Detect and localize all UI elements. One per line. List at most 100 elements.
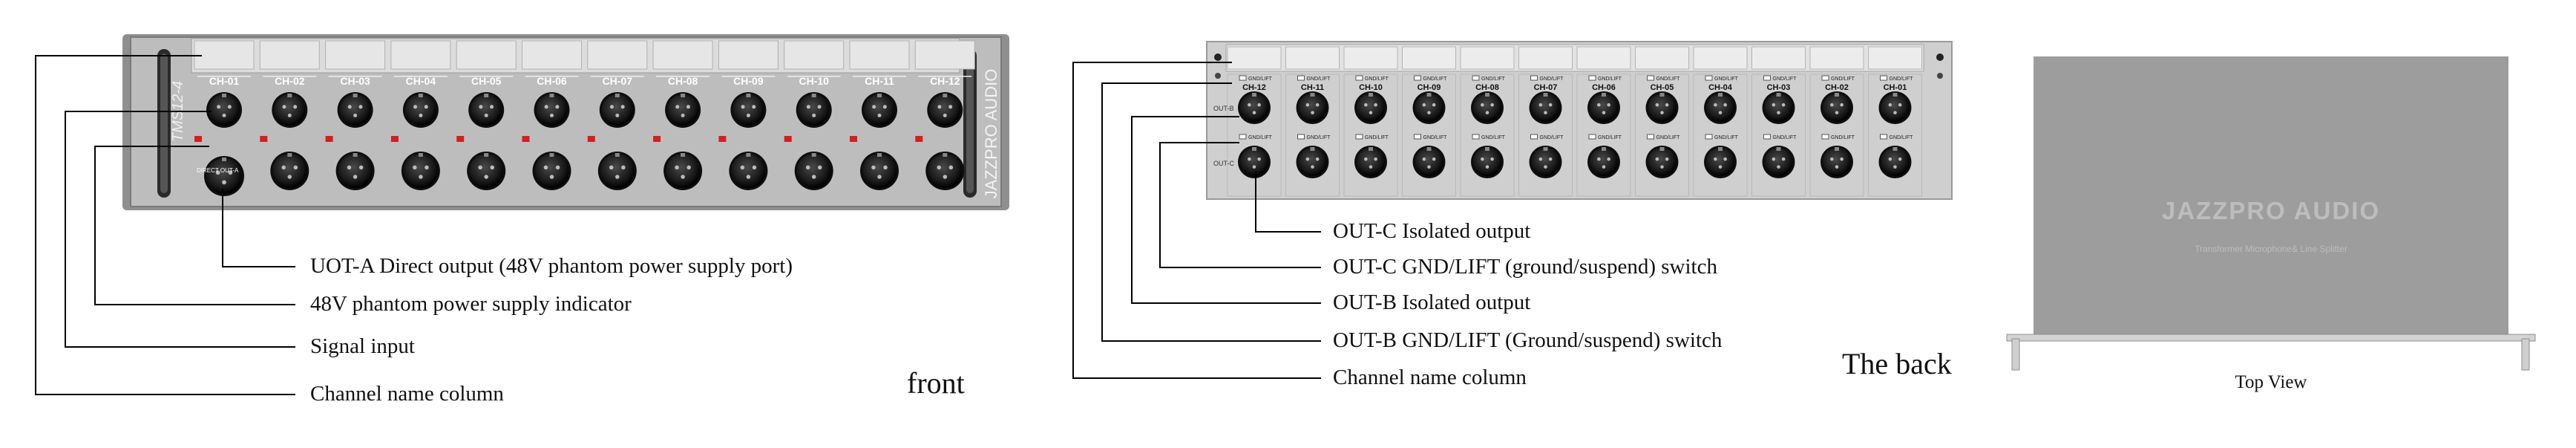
gnd-lift-label: GND/LIFT (1481, 135, 1506, 140)
out-c-isolated-output-xlr[interactable] (1704, 146, 1737, 178)
top-view: JAZZPRO AUDIO Transformer Microphone& Li… (2006, 56, 2536, 392)
front-brand-vertical: JAZZPRO AUDIO (982, 69, 1000, 199)
front-signal-input-xlr[interactable] (796, 92, 832, 128)
out-b-isolated-output-xlr[interactable] (1296, 91, 1329, 124)
out-b-gnd-lift-switch[interactable] (1239, 75, 1247, 81)
out-c-gnd-lift-switch[interactable] (1880, 134, 1887, 140)
back-channel-cell (1751, 74, 1806, 197)
front-direct-output-xlr[interactable] (729, 152, 768, 190)
out-b-gnd-lift-switch[interactable] (1414, 75, 1421, 81)
front-channel-label: CH-12 (930, 75, 960, 87)
out-b-isolated-output-xlr[interactable] (1354, 91, 1387, 124)
out-b-gnd-lift-switch[interactable] (1647, 75, 1654, 81)
phantom-led (850, 136, 857, 142)
out-c-gnd-lift-switch[interactable] (1355, 134, 1363, 140)
front-direct-output-xlr[interactable] (204, 156, 244, 196)
front-direct-output-xlr[interactable] (532, 152, 571, 190)
front-signal-input-xlr[interactable] (665, 92, 701, 128)
front-direct-output-xlr[interactable] (401, 152, 440, 190)
front-signal-input-xlr[interactable] (599, 92, 635, 128)
front-direct-output-xlr[interactable] (663, 152, 703, 190)
out-c-isolated-output-xlr[interactable] (1645, 146, 1679, 178)
gnd-lift-label: GND/LIFT (1365, 77, 1389, 82)
out-b-gnd-lift-switch[interactable] (1705, 75, 1713, 81)
out-c-isolated-output-xlr[interactable] (1354, 146, 1387, 178)
front-direct-output-xlr[interactable] (270, 152, 309, 190)
front-channel-label: CH-03 (340, 75, 370, 87)
callout-line-out-c-switch (1159, 142, 1321, 268)
out-b-isolated-output-xlr[interactable] (1762, 91, 1795, 124)
out-b-isolated-output-xlr[interactable] (1587, 91, 1620, 124)
out-c-gnd-lift-switch[interactable] (1705, 134, 1713, 140)
gnd-lift-label: GND/LIFT (1307, 135, 1331, 140)
gnd-lift-label: GND/LIFT (1481, 77, 1506, 82)
out-b-gnd-lift-switch[interactable] (1763, 75, 1771, 81)
back-channel-label: CH-03 (1767, 83, 1791, 92)
back-channel-cell (1285, 74, 1340, 197)
out-c-isolated-output-xlr[interactable] (1412, 146, 1446, 178)
front-signal-input-xlr[interactable] (927, 92, 963, 128)
out-c-isolated-output-xlr[interactable] (1529, 146, 1562, 178)
out-c-isolated-output-xlr[interactable] (1820, 146, 1853, 178)
front-channel-label: CH-06 (537, 75, 567, 87)
front-signal-input-xlr[interactable] (206, 92, 242, 128)
out-b-isolated-output-xlr[interactable] (1471, 91, 1504, 124)
out-b-isolated-output-xlr[interactable] (1412, 91, 1446, 124)
out-c-isolated-output-xlr[interactable] (1238, 146, 1271, 178)
out-c-gnd-lift-switch[interactable] (1530, 134, 1538, 140)
front-direct-output-xlr[interactable] (597, 152, 637, 190)
out-c-gnd-lift-switch[interactable] (1647, 134, 1654, 140)
out-b-gnd-lift-switch[interactable] (1588, 75, 1596, 81)
front-signal-input-xlr[interactable] (730, 92, 767, 128)
out-b-isolated-output-xlr[interactable] (1529, 91, 1562, 124)
out-b-gnd-lift-switch[interactable] (1880, 75, 1887, 81)
phantom-led (194, 136, 202, 142)
back-callout-channel-name: Channel name column (1333, 366, 1527, 389)
out-c-gnd-lift-switch[interactable] (1414, 134, 1421, 140)
out-c-gnd-lift-switch[interactable] (1821, 134, 1829, 140)
back-channel-cell (1576, 74, 1631, 197)
front-direct-output-xlr[interactable] (925, 152, 965, 190)
front-channel-label: CH-10 (799, 75, 829, 87)
out-c-gnd-lift-switch[interactable] (1472, 134, 1480, 140)
front-channel-label: CH-09 (733, 75, 764, 87)
front-signal-input-xlr[interactable] (468, 92, 505, 128)
out-c-gnd-lift-switch[interactable] (1297, 134, 1305, 140)
out-b-gnd-lift-switch[interactable] (1472, 75, 1480, 81)
out-c-gnd-lift-switch[interactable] (1588, 134, 1596, 140)
out-b-isolated-output-xlr[interactable] (1238, 91, 1271, 124)
out-b-isolated-output-xlr[interactable] (1704, 91, 1737, 124)
front-name-cell (784, 40, 845, 70)
out-b-gnd-lift-switch[interactable] (1297, 75, 1305, 81)
top-subtitle: Transformer Microphone& Line Splitter (2195, 244, 2347, 254)
gnd-lift-label: GND/LIFT (1598, 135, 1622, 140)
front-direct-output-xlr[interactable] (860, 152, 899, 190)
front-channel-label: CH-05 (471, 75, 502, 87)
out-b-gnd-lift-switch[interactable] (1355, 75, 1363, 81)
out-c-isolated-output-xlr[interactable] (1762, 146, 1795, 178)
front-signal-input-xlr[interactable] (534, 92, 570, 128)
front-direct-output-xlr[interactable] (335, 152, 375, 190)
out-b-isolated-output-xlr[interactable] (1645, 91, 1679, 124)
front-direct-output-xlr[interactable] (467, 152, 506, 190)
back-channel-label: CH-01 (1884, 83, 1907, 92)
front-callout-signal-input: Signal input (310, 334, 415, 358)
out-b-isolated-output-xlr[interactable] (1820, 91, 1853, 124)
back-channel-label: CH-02 (1825, 83, 1849, 92)
out-b-gnd-lift-switch[interactable] (1530, 75, 1538, 81)
out-c-isolated-output-xlr[interactable] (1296, 146, 1329, 178)
front-signal-input-xlr[interactable] (862, 92, 897, 128)
front-direct-output-xlr[interactable] (794, 152, 833, 190)
out-c-isolated-output-xlr[interactable] (1878, 146, 1912, 178)
front-signal-input-xlr[interactable] (402, 92, 439, 128)
front-signal-input-xlr[interactable] (337, 92, 373, 128)
front-signal-input-xlr[interactable] (272, 92, 308, 128)
out-b-isolated-output-xlr[interactable] (1878, 91, 1912, 124)
out-b-gnd-lift-switch[interactable] (1821, 75, 1829, 81)
out-c-isolated-output-xlr[interactable] (1587, 146, 1620, 178)
out-c-gnd-lift-switch[interactable] (1763, 134, 1771, 140)
phantom-led (587, 136, 595, 142)
out-c-isolated-output-xlr[interactable] (1471, 146, 1504, 178)
out-c-gnd-lift-switch[interactable] (1239, 134, 1247, 140)
